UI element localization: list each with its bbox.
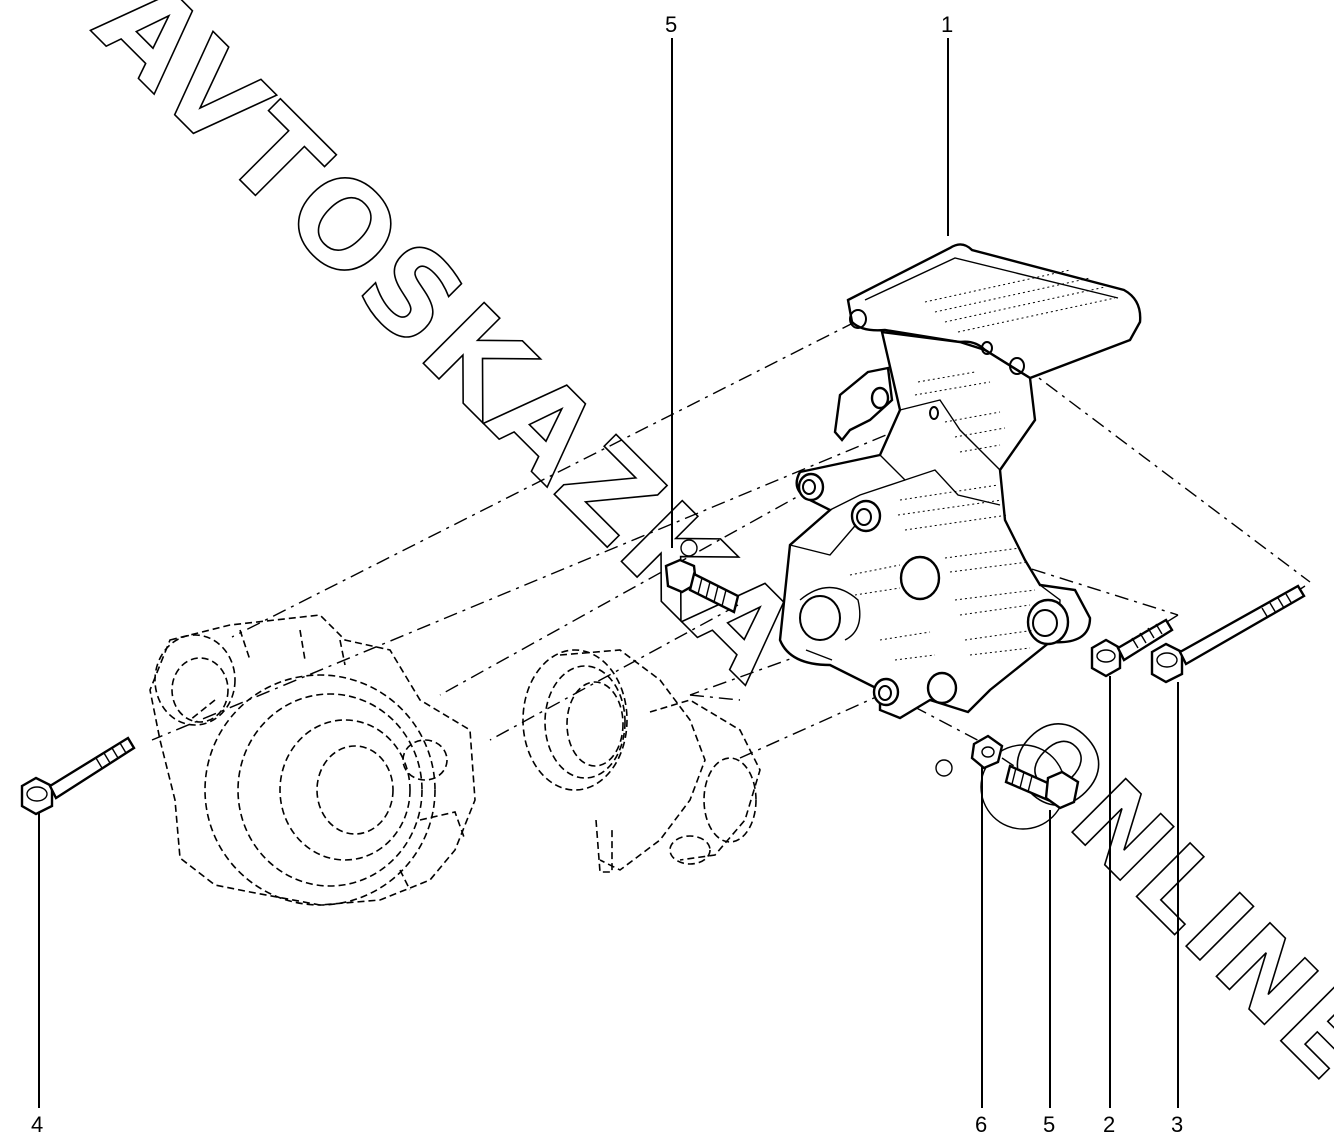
- callout-2: 2: [1103, 1112, 1115, 1137]
- long-bolt-4: [20, 736, 136, 816]
- sleeve-6: [970, 734, 1004, 770]
- callout-3: 3: [1171, 1112, 1183, 1137]
- long-bolt-3: [1150, 584, 1306, 684]
- bolt-2: [1090, 618, 1174, 678]
- mounting-bracket: [778, 243, 1142, 720]
- callout-1: 1: [941, 12, 953, 37]
- callout-4: 4: [31, 1112, 43, 1137]
- callout-6: 6: [975, 1112, 987, 1137]
- callout-5-bottom: 5: [1043, 1112, 1055, 1137]
- phantom-alternator: [149, 614, 476, 906]
- phantom-pump: [522, 649, 761, 873]
- callout-5-top: 5: [665, 12, 677, 37]
- bolt-upper: [664, 558, 740, 614]
- watermark-text-secondary: ONLINE: [982, 691, 1334, 1104]
- callouts: 1 5 4 6 5 2 3: [31, 12, 1183, 1137]
- bracket-surface-hatching: [849, 269, 1116, 661]
- leader-lines: [38, 38, 1179, 1108]
- bolt-lower: [1004, 764, 1080, 810]
- watermark: AVTOSKAZKA ONLINE: [69, 0, 1334, 1106]
